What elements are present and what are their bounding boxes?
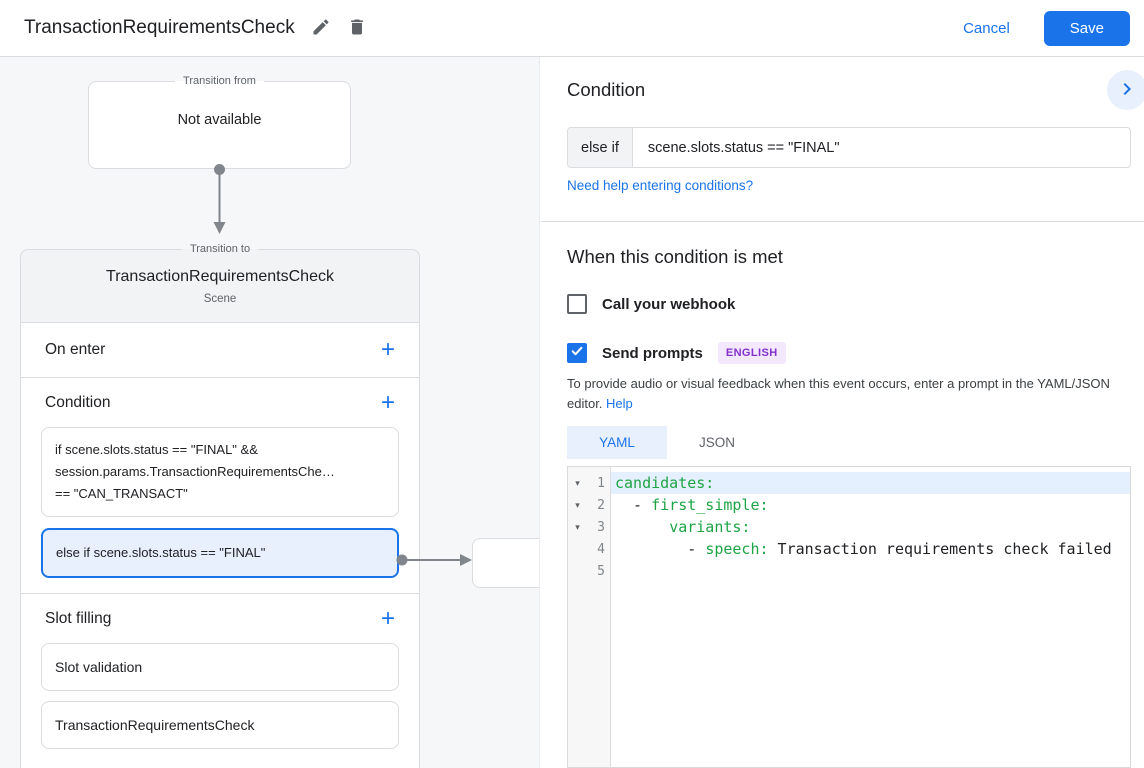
gutter-row: 5	[568, 560, 610, 582]
prompts-help-link[interactable]: Help	[606, 396, 633, 411]
save-button[interactable]: Save	[1043, 10, 1130, 46]
editor-format-tabs: YAML JSON	[567, 426, 767, 459]
code-line-4: - speech: Transaction requirements check…	[615, 540, 1112, 558]
line-number: 2	[597, 497, 605, 513]
condition-section: Condition + if scene.slots.status == "FI…	[21, 377, 419, 593]
editor-code-area[interactable]: candidates: - first_simple: variants: - …	[611, 467, 1130, 767]
page-title: TransactionRequirementsCheck	[24, 17, 295, 38]
cancel-button[interactable]: Cancel	[963, 19, 1010, 37]
condition-line: == "CAN_TRANSACT"	[55, 486, 188, 501]
condition-line: else if scene.slots.status == "FINAL"	[56, 545, 266, 560]
gutter-row: ▾ 3	[568, 516, 610, 538]
prompts-description: To provide audio or visual feedback when…	[567, 374, 1125, 414]
slot-filling-section: Slot filling + Slot validation Transacti…	[21, 593, 419, 768]
scene-card-subtitle: Scene	[203, 293, 237, 305]
flow-graph-panel: Transition from Not available Transition…	[0, 57, 540, 768]
condition-line: session.params.TransactionRequirementsCh…	[55, 464, 335, 479]
tab-yaml[interactable]: YAML	[567, 426, 667, 459]
send-prompts-label: Send prompts	[602, 344, 703, 362]
code-line-2: - first_simple:	[615, 496, 769, 514]
slot-filling-label: Slot filling	[45, 609, 112, 627]
edit-scene-button[interactable]	[303, 10, 339, 46]
collapse-panel-button[interactable]	[1107, 70, 1144, 110]
line-number: 3	[597, 519, 605, 535]
language-badge: ENGLISH	[717, 342, 786, 364]
editor-gutter: ▾ 1 ▾ 2 ▾ 3 4 5	[568, 467, 611, 767]
condition-item-if[interactable]: if scene.slots.status == "FINAL" && sess…	[41, 427, 399, 517]
transition-target-box[interactable]	[472, 538, 539, 588]
scene-card-header: TransactionRequirementsCheck Scene	[21, 255, 419, 322]
gutter-row: ▾ 1	[568, 472, 610, 494]
send-prompts-checkbox[interactable]	[567, 343, 587, 363]
yaml-code-editor[interactable]: ▾ 1 ▾ 2 ▾ 3 4 5 candidates: - first_sim	[567, 466, 1131, 768]
webhook-label: Call your webhook	[602, 295, 736, 313]
slot-item-validation[interactable]: Slot validation	[41, 643, 399, 691]
prompts-option-row: Send prompts ENGLISH	[567, 342, 786, 364]
right-arrow-connector	[396, 554, 472, 566]
fold-arrow-icon[interactable]: ▾	[575, 521, 580, 532]
code-line-3: variants:	[669, 518, 751, 536]
when-condition-heading: When this condition is met	[567, 246, 783, 267]
delete-scene-button[interactable]	[339, 10, 375, 46]
down-arrow-connector	[213, 164, 226, 234]
trash-icon	[347, 17, 367, 40]
add-slot-button[interactable]: +	[380, 604, 395, 632]
condition-editor-panel: Condition else if Need help entering con…	[541, 57, 1144, 768]
slot-item-transaction[interactable]: TransactionRequirementsCheck	[41, 701, 399, 749]
slot-filling-section-head: Slot filling +	[21, 594, 419, 643]
tab-json[interactable]: JSON	[667, 426, 767, 459]
panel-divider	[541, 221, 1144, 222]
transition-from-legend: Transition from	[183, 75, 256, 87]
checkmark-icon	[570, 344, 584, 363]
on-enter-row[interactable]: On enter +	[21, 322, 419, 377]
scene-card-title: TransactionRequirementsCheck	[106, 268, 334, 285]
condition-input-group: else if	[567, 127, 1131, 168]
transition-to-legend: Transition to	[189, 243, 251, 255]
fold-arrow-icon[interactable]: ▾	[575, 499, 580, 510]
code-line-1: candidates:	[611, 472, 1130, 494]
condition-expression-input[interactable]	[632, 128, 1130, 167]
panel-heading: Condition	[567, 79, 646, 100]
code-line-5	[611, 560, 1130, 582]
on-enter-label: On enter	[45, 341, 106, 358]
fold-arrow-icon[interactable]: ▾	[575, 477, 580, 488]
transition-from-box: Transition from Not available	[88, 75, 351, 169]
conditions-help-link[interactable]: Need help entering conditions?	[567, 178, 754, 193]
gutter-row: 4	[568, 538, 610, 560]
prompts-description-text: To provide audio or visual feedback when…	[567, 376, 1110, 411]
chevron-right-icon	[1115, 77, 1139, 104]
condition-section-label: Condition	[45, 393, 111, 411]
top-bar: TransactionRequirementsCheck Cancel Save	[0, 0, 1144, 57]
line-number: 1	[597, 475, 605, 491]
webhook-option-row: Call your webhook	[567, 294, 735, 314]
add-on-enter-button[interactable]: +	[380, 336, 395, 363]
condition-section-head: Condition +	[21, 378, 419, 427]
condition-line: if scene.slots.status == "FINAL" &&	[55, 442, 258, 457]
add-condition-button[interactable]: +	[380, 388, 395, 416]
pencil-icon	[311, 17, 331, 40]
condition-item-elseif-selected[interactable]: else if scene.slots.status == "FINAL"	[41, 528, 399, 578]
gutter-row: ▾ 2	[568, 494, 610, 516]
webhook-checkbox[interactable]	[567, 294, 587, 314]
line-number: 4	[597, 541, 605, 557]
line-number: 5	[597, 563, 605, 579]
elseif-prefix-label: else if	[568, 128, 633, 167]
transition-from-content: Not available	[177, 112, 262, 128]
scene-card: Transition to TransactionRequirementsChe…	[20, 243, 420, 768]
